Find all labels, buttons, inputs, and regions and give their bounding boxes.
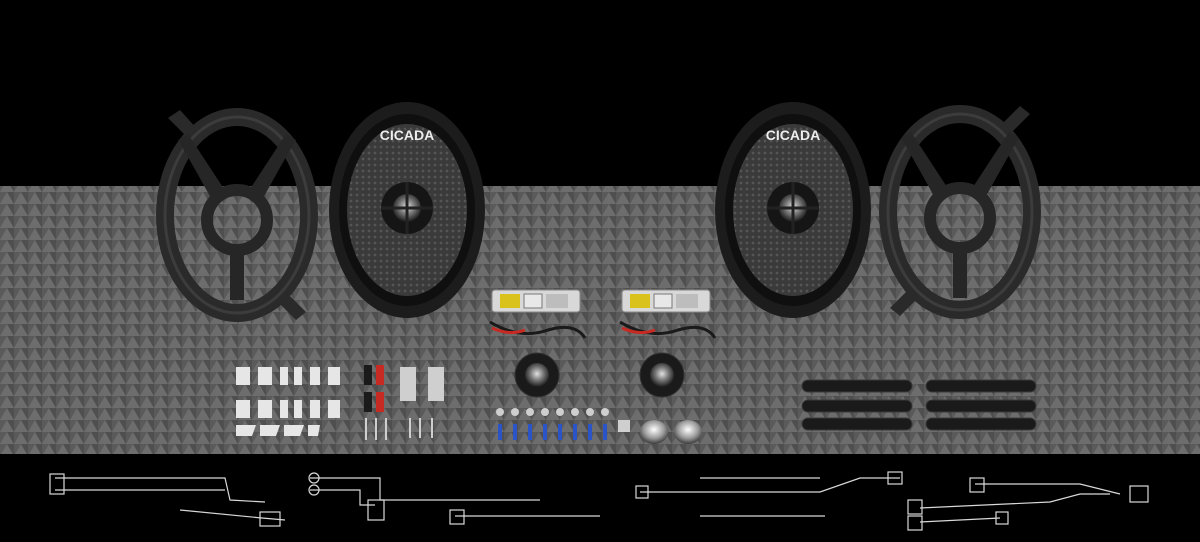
right-crossover (619, 289, 717, 339)
right-speaker: CICADA (715, 102, 871, 318)
screws-blue (496, 408, 609, 440)
speaker-brand-logo: CICADA (766, 127, 820, 143)
mounting-straps (801, 379, 1037, 431)
left-crossover (489, 289, 587, 339)
left-speaker: CICADA (329, 102, 485, 318)
chrome-bullets (618, 420, 702, 444)
speaker-brand-logo: CICADA (380, 127, 434, 143)
right-tweeter (639, 352, 685, 398)
left-mounting-bracket (156, 108, 318, 322)
screws-left (365, 418, 433, 440)
triangle-pattern-backdrop (0, 186, 1200, 454)
right-mounting-bracket (879, 105, 1041, 319)
wiring-harnesses (49, 471, 1149, 531)
mounting-clips (236, 367, 340, 436)
left-tweeter (514, 352, 560, 398)
wire-connectors (364, 365, 444, 412)
